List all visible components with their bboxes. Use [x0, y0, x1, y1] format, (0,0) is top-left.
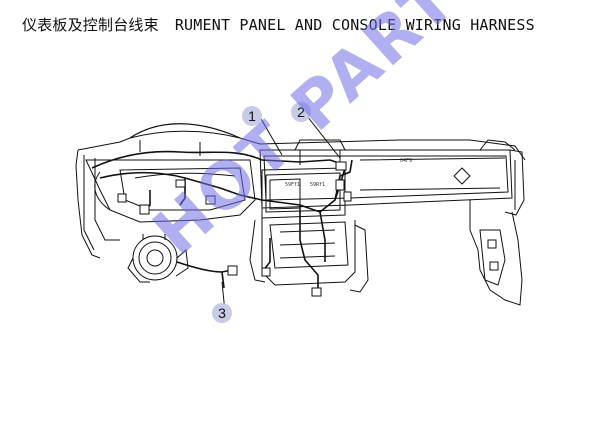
title-chinese: 仪表板及控制台线束	[22, 16, 159, 34]
title-english: RUMENT PANEL AND CONSOLE WIRING HARNESS	[174, 16, 535, 34]
connector-tag: 59Ff1	[285, 182, 300, 188]
connector-block	[261, 267, 271, 277]
connector-block	[343, 191, 352, 202]
svg-text:1: 1	[248, 108, 256, 124]
connector-tag: 04F9	[400, 158, 412, 164]
connector-block	[205, 195, 216, 205]
connector-block	[175, 179, 186, 188]
svg-text:2: 2	[297, 104, 305, 120]
connector-block	[227, 265, 238, 276]
diagram-title: 仪表板及控制台线束 RUMENT PANEL AND CONSOLE WIRING…	[22, 14, 535, 35]
instrument-panel-outline	[75, 123, 526, 306]
connector-block	[117, 193, 127, 203]
connector-block	[139, 204, 150, 215]
callout-2: 2	[291, 102, 311, 122]
connector-block	[335, 179, 345, 191]
clock-spring	[127, 234, 189, 283]
svg-text:3: 3	[218, 305, 226, 321]
harness-connectors	[117, 161, 352, 297]
callout-1: 1	[242, 106, 262, 126]
connector-block	[335, 161, 347, 171]
wiring-harness-lines	[91, 150, 353, 292]
connector-tag: 59Rf1	[310, 182, 325, 188]
connector-block	[311, 287, 322, 297]
callout-3: 3	[212, 303, 232, 323]
